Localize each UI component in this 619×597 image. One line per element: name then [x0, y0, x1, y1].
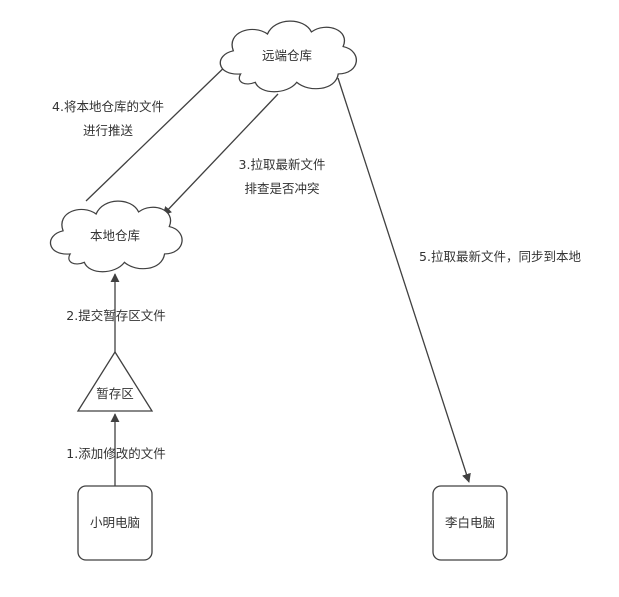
remote-repo-label: 远端仓库: [262, 48, 312, 63]
edge-step4-arrow: [85, 58, 234, 202]
libai-pc-node: [432, 485, 508, 561]
libai-pc-label: 李白电脑: [445, 515, 495, 530]
local-repo-label: 本地仓库: [90, 228, 140, 243]
edge-step4-label-line2: 进行推送: [83, 123, 134, 138]
edge-lines: [85, 58, 471, 486]
xiaoming-pc-node: [77, 485, 153, 561]
edge-step5-label: 5.拉取最新文件，同步到本地: [419, 249, 581, 264]
edge-step3-arrow: [162, 93, 279, 216]
edge-step2-label: 2.提交暂存区文件: [66, 308, 165, 323]
staging-area-label: 暂存区: [96, 386, 134, 401]
staging-area-node: [76, 350, 154, 412]
xiaoming-pc-label: 小明电脑: [90, 515, 140, 530]
edge-step4-label-line1: 4.将本地仓库的文件: [52, 99, 164, 114]
edge-step3-label-line2: 排查是否冲突: [244, 181, 319, 196]
edge-step1-label: 1.添加修改的文件: [66, 446, 165, 461]
edge-step5-arrow: [337, 77, 471, 483]
edge-step3-label-line1: 3.拉取最新文件: [239, 157, 326, 172]
